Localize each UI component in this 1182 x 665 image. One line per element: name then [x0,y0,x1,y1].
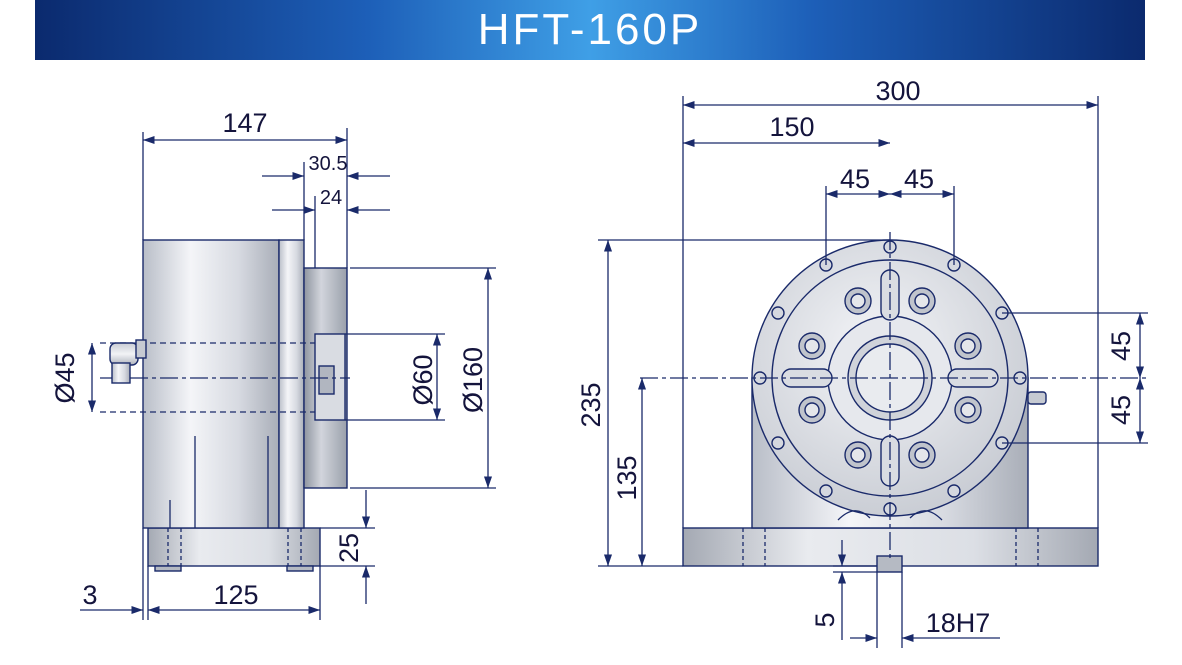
dim-45-left: 45 [840,164,870,194]
side-body [142,239,280,529]
page-title: HFT-160P [477,5,703,54]
dim-135: 135 [612,455,642,500]
dim-24: 24 [320,187,342,209]
dim-30-5: 30.5 [309,153,348,175]
dim-d45: Ø45 [50,352,80,403]
side-view: 147 30.5 24 Ø45 Ø60 Ø160 25 3 [50,108,496,620]
dim-d60: Ø60 [408,354,438,405]
clamp-bolt-icon [798,287,982,469]
dim-45-upper: 45 [1106,331,1136,361]
dim-150: 150 [769,112,814,142]
dim-300: 300 [875,76,920,106]
dim-45-right: 45 [904,164,934,194]
title-banner: HFT-160P [35,0,1145,60]
dim-25: 25 [334,533,364,563]
air-fitting-icon [109,339,147,384]
dim-235: 235 [576,382,606,427]
dim-d160: Ø160 [458,347,488,413]
dim-3: 3 [82,580,97,610]
dim-45-lower: 45 [1106,395,1136,425]
front-view: 300 150 45 45 235 135 45 45 5 [576,76,1150,648]
dim-125: 125 [213,580,258,610]
side-base-plate [147,527,321,567]
dim-147: 147 [222,108,267,138]
dim-18h7: 18H7 [926,608,991,638]
dim-5: 5 [810,612,840,627]
